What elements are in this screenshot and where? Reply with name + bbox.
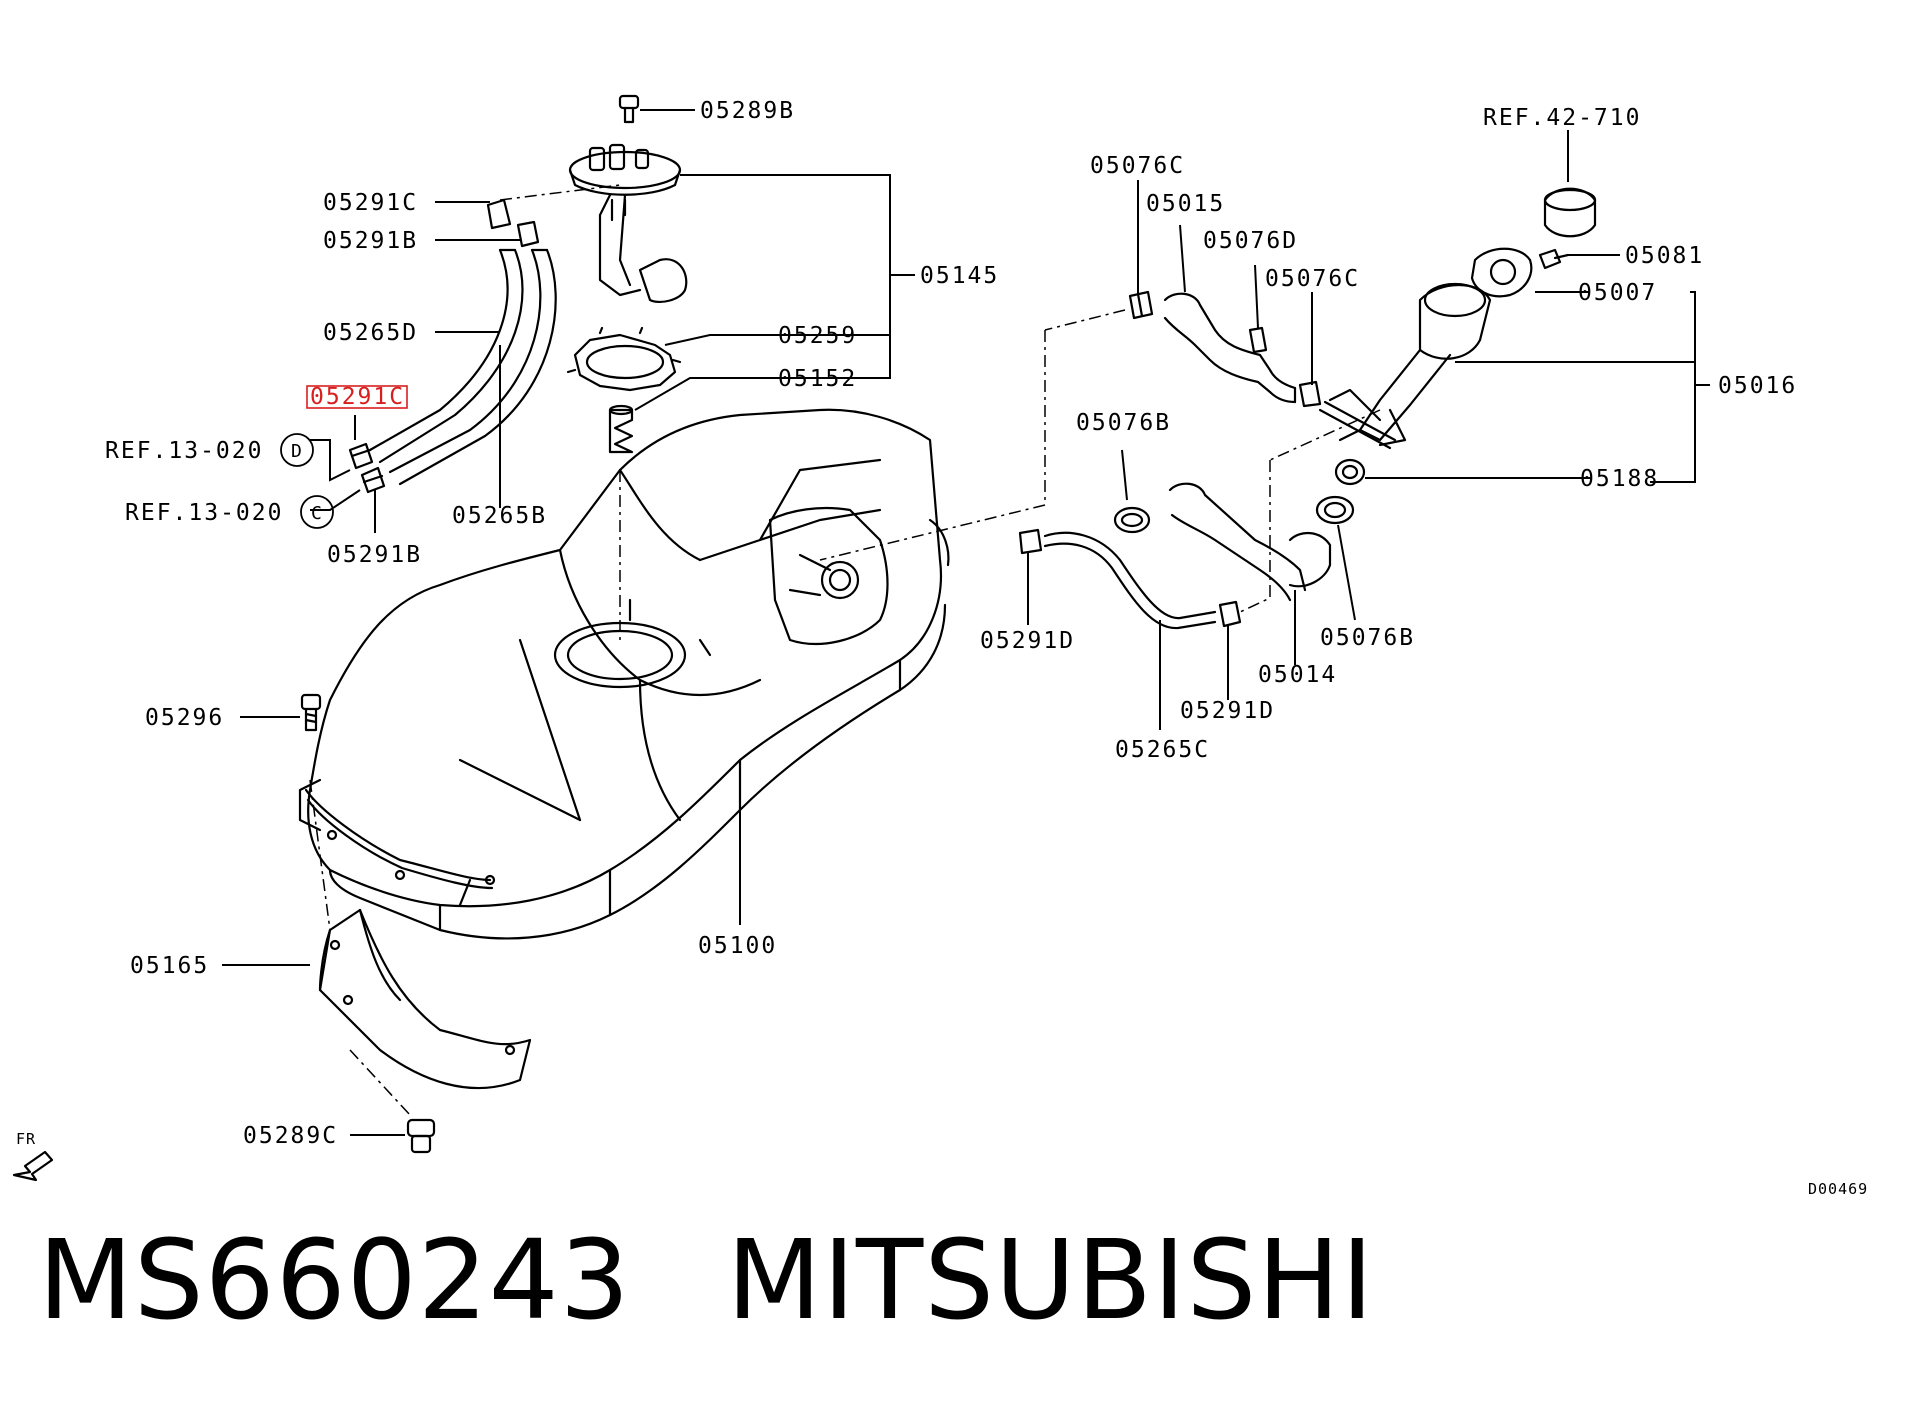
label-05007: 05007 [1578, 280, 1657, 306]
front-arrow-icon [12, 1150, 54, 1182]
label-05289C: 05289C [243, 1123, 338, 1149]
label-05291C-highlighted: 05291C [310, 384, 405, 410]
alignment-lines [309, 184, 1381, 1116]
label-05291B-top: 05291B [323, 228, 418, 254]
brand-name: MITSUBISHI [726, 1216, 1375, 1344]
fuel-tank-05100 [298, 408, 950, 940]
label-fr: FR [16, 1130, 36, 1148]
label-05296: 05296 [145, 705, 224, 731]
circle-marker-c: C [300, 495, 334, 529]
label-05165: 05165 [130, 953, 209, 979]
label-05076B-b: 05076B [1320, 625, 1415, 651]
label-ref-42-710: REF.42-710 [1483, 105, 1641, 131]
label-05145: 05145 [920, 263, 999, 289]
hose-05265C [1018, 528, 1242, 630]
label-05289B: 05289B [700, 98, 795, 124]
label-05265D: 05265D [323, 320, 418, 346]
hoses-05265D-05265B [348, 198, 557, 494]
filler-neck-05016 [1318, 187, 1597, 450]
label-05015: 05015 [1146, 191, 1225, 217]
retainer-ring-05152 [608, 404, 634, 454]
protector-05165 [318, 908, 532, 1090]
gasket-05259 [566, 326, 682, 392]
label-ref-13-020-c: REF.13-020 [125, 500, 283, 526]
fuel-pump-05145 [568, 143, 688, 304]
circle-letter-d: D [291, 441, 302, 462]
label-05100: 05100 [698, 933, 777, 959]
leader-lines [222, 109, 1710, 1136]
part-number: MS660243 [38, 1216, 631, 1344]
hose-05015 [1128, 290, 1322, 408]
part-labels: 05289B 05291C 05291B 05265D 05291C REF.1… [16, 98, 1868, 1198]
label-05259: 05259 [778, 323, 857, 349]
label-05076B-a: 05076B [1076, 410, 1171, 436]
label-05291D-b: 05291D [1180, 698, 1275, 724]
label-05014: 05014 [1258, 662, 1337, 688]
label-ref-13-020-d: REF.13-020 [105, 438, 263, 464]
label-05016: 05016 [1718, 373, 1797, 399]
grommet-05289C [406, 1118, 436, 1154]
label-05291D-a: 05291D [980, 628, 1075, 654]
label-05291C: 05291C [323, 190, 418, 216]
label-05265C: 05265C [1115, 737, 1210, 763]
diagram-code: D00469 [1808, 1180, 1868, 1198]
label-05265B: 05265B [452, 503, 547, 529]
label-05188: 05188 [1580, 466, 1659, 492]
label-05076D: 05076D [1203, 228, 1298, 254]
label-05291B-bottom: 05291B [327, 542, 422, 568]
label-05076C-a: 05076C [1090, 153, 1185, 179]
circle-marker-d: D [280, 433, 314, 467]
label-05152: 05152 [778, 366, 857, 392]
hose-05014 [1113, 458, 1366, 602]
bolt-05296 [300, 693, 322, 732]
label-05076C-b: 05076C [1265, 266, 1360, 292]
bolt-05289B [618, 94, 640, 124]
label-05081: 05081 [1625, 243, 1704, 269]
highlight-box [306, 385, 408, 409]
circle-letter-c: C [311, 503, 322, 524]
